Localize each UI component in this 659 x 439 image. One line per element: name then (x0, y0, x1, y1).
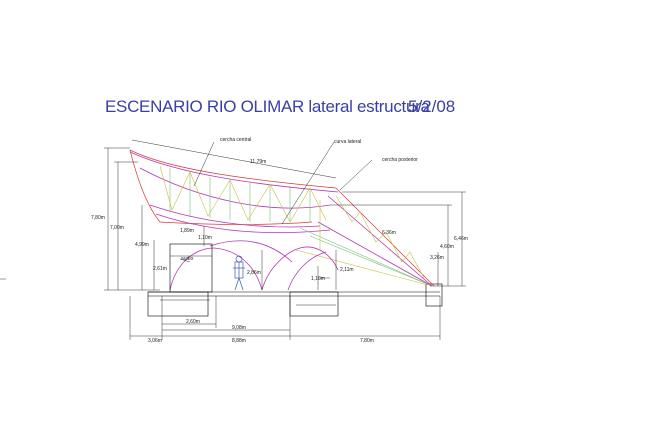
dim-8-88: 8,88m (232, 338, 246, 344)
person-figure (233, 255, 245, 291)
dim-6-36: 6,36m (382, 230, 396, 236)
label-audio: audio (181, 256, 193, 262)
lateral-curve (169, 240, 339, 291)
dim-7-80-bottom: 7,80m (360, 338, 374, 344)
dim-2-11: 2,11m (340, 267, 354, 273)
dim-2-60: 2,60m (186, 319, 200, 325)
dim-1-89: 1,89m (180, 228, 194, 234)
dim-4-99: 4,99m (135, 242, 149, 248)
dim-6-46: 6,46m (454, 236, 468, 242)
central-truss (129, 149, 339, 234)
dim-2-86: 2,86m (247, 270, 261, 276)
label-curva-lateral: curva lateral (334, 139, 361, 145)
audio-tower (169, 243, 213, 293)
stage-platform (147, 283, 443, 317)
dim-7-80: 7,80m (91, 215, 105, 221)
dim-3-26: 3,26m (430, 255, 444, 261)
label-cercha-central: cercha central (220, 137, 251, 143)
dim-7-00: 7,00m (110, 225, 124, 231)
dim-1-10-top: 1,10m (198, 235, 212, 241)
label-cercha-posterior: cercha posterior (382, 157, 418, 163)
dimension-lines (104, 139, 466, 340)
dim-4-60: 4,60m (440, 244, 454, 250)
drawing-date: 5/2/08 (408, 97, 456, 116)
dim-1-10-bot: 1,10m (311, 276, 325, 282)
dim-9-08: 9,08m (232, 325, 246, 331)
drawing-title: ESCENARIO RIO OLIMAR lateral estructura (105, 97, 430, 116)
dim-2-61: 2,61m (153, 266, 167, 272)
rear-truss (295, 187, 435, 287)
dim-3-06: 3,06m (148, 338, 162, 344)
dim-11-79: 11,79m (250, 159, 266, 165)
